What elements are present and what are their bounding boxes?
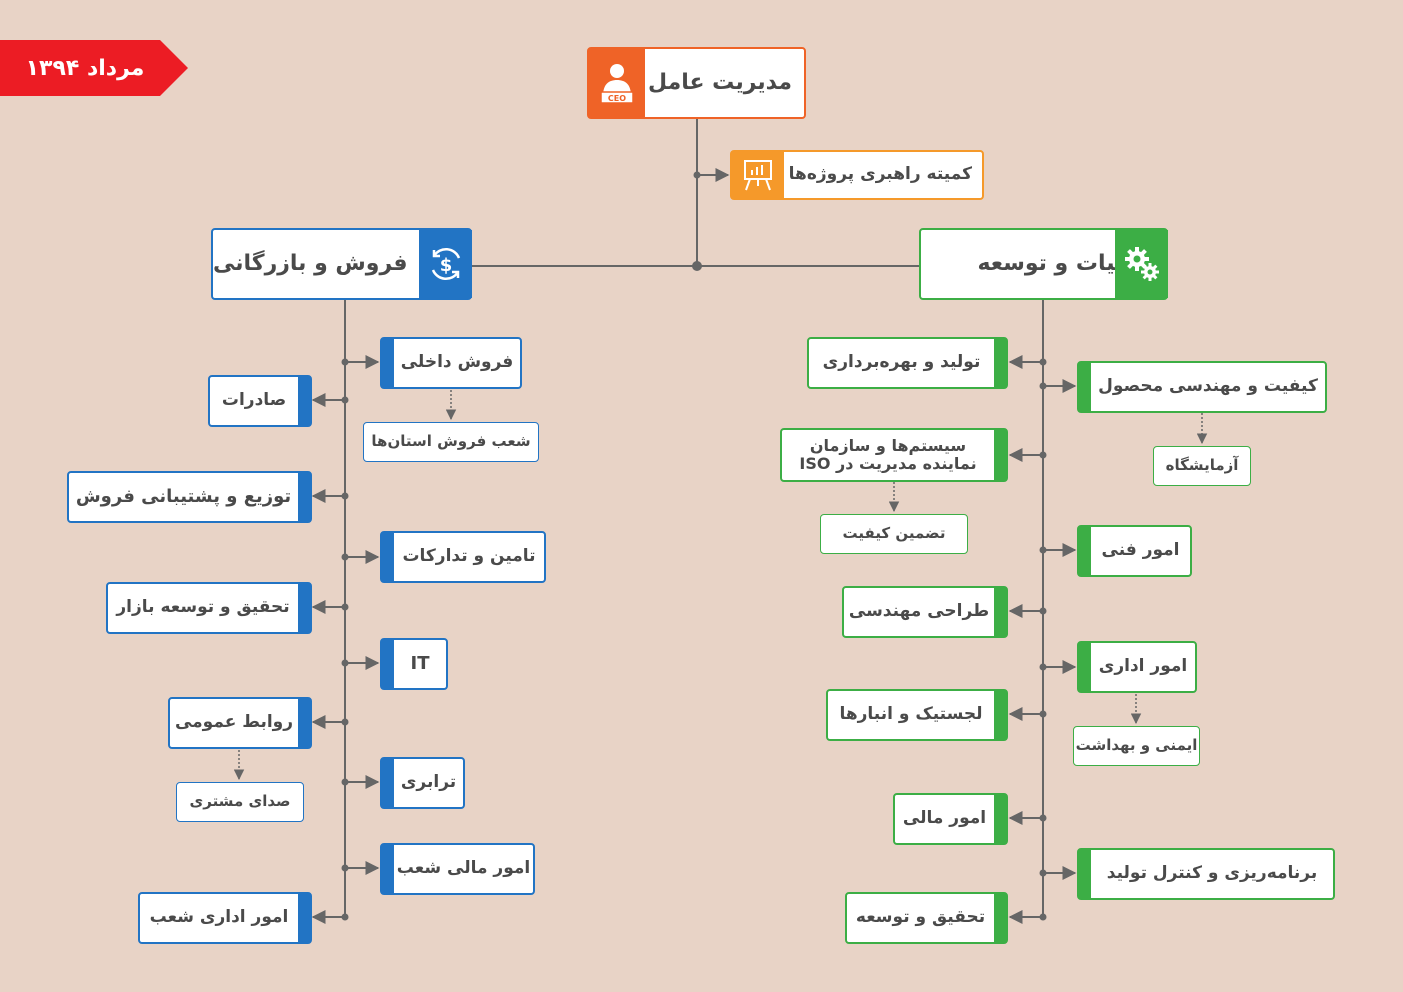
public-relations-box[interactable]: روابط عمومی xyxy=(168,697,312,749)
branch-admin-label: امور اداری شعب xyxy=(149,907,289,928)
ceo-person-icon: CEO xyxy=(589,49,645,117)
steering-committee-box[interactable]: کمیته راهبری پروژه‌ها xyxy=(730,150,984,200)
money-exchange-icon: $ xyxy=(419,230,472,298)
branch-finance-label: امور مالی شعب xyxy=(396,858,531,879)
iso-systems-line2: نماینده مدیریت در ISO xyxy=(799,454,977,473)
svg-text:$: $ xyxy=(439,255,452,276)
quality-assurance-box[interactable]: تضمین کیفیت xyxy=(820,514,968,554)
research-development-box[interactable]: تحقیق و توسعه xyxy=(845,892,1008,944)
transport-box[interactable]: ترابری xyxy=(380,757,465,809)
admin-affairs-label: امور اداری xyxy=(1098,656,1188,677)
quality-assurance-label: تضمین کیفیت xyxy=(842,524,946,543)
exports-label: صادرات xyxy=(221,390,287,411)
date-label: مرداد ۱۳۹۴ xyxy=(25,55,145,81)
quality-engineering-box[interactable]: کیفیت و مهندسی محصول xyxy=(1077,361,1327,413)
gears-icon xyxy=(1115,230,1168,298)
sales-dept-label: فروش و بازرگانی xyxy=(213,251,408,277)
production-box[interactable]: تولید و بهره‌برداری xyxy=(807,337,1008,389)
provincial-branches-box[interactable]: شعب فروش استان‌ها xyxy=(363,422,539,462)
domestic-sales-box[interactable]: فروش داخلی xyxy=(380,337,522,389)
domestic-sales-label: فروش داخلی xyxy=(400,352,514,373)
laboratory-label: آزمایشگاه xyxy=(1165,456,1239,475)
badge-arrow-shape xyxy=(0,40,188,96)
ceo-label: مدیریت عامل xyxy=(647,70,792,96)
sales-dept-box[interactable]: فروش و بازرگانی $ xyxy=(211,228,472,300)
logistics-label: لجستیک و انبارها xyxy=(839,704,983,725)
ceo-icon-text: CEO xyxy=(608,94,626,103)
finance-box[interactable]: امور مالی xyxy=(893,793,1008,845)
distribution-support-box[interactable]: توزیع و پشتیبانی فروش xyxy=(67,471,312,523)
procurement-label: تامین و تدارکات xyxy=(402,546,536,567)
ceo-box[interactable]: مدیریت عامل CEO xyxy=(587,47,806,119)
market-research-label: تحقیق و توسعه بازار xyxy=(116,597,290,618)
date-badge: مرداد ۱۳۹۴ xyxy=(0,40,188,96)
provincial-branches-label: شعب فروش استان‌ها xyxy=(371,432,531,451)
distribution-support-label: توزیع و پشتیبانی فروش xyxy=(75,485,292,507)
iso-systems-box[interactable]: سیستم‌ها و سازمان نماینده مدیریت در ISO xyxy=(780,428,1008,482)
steering-label: کمیته راهبری پروژه‌ها xyxy=(788,164,972,185)
logistics-box[interactable]: لجستیک و انبارها xyxy=(826,689,1008,741)
customer-voice-label: صدای مشتری xyxy=(189,792,291,811)
it-box[interactable]: IT xyxy=(380,638,448,690)
research-development-label: تحقیق و توسعه xyxy=(855,907,986,928)
health-safety-label: ایمنی و بهداشت xyxy=(1075,736,1198,755)
transport-label: ترابری xyxy=(400,772,457,793)
production-label: تولید و بهره‌برداری xyxy=(822,352,981,373)
it-label: IT xyxy=(410,652,430,674)
operations-dept-box[interactable]: عملیات و توسعه xyxy=(919,228,1168,300)
production-planning-box[interactable]: برنامه‌ریزی و کنترل تولید xyxy=(1077,848,1335,900)
quality-engineering-label: کیفیت و مهندسی محصول xyxy=(1098,376,1318,397)
technical-affairs-box[interactable]: امور فنی xyxy=(1077,525,1192,577)
laboratory-box[interactable]: آزمایشگاه xyxy=(1153,446,1251,486)
public-relations-label: روابط عمومی xyxy=(174,712,294,733)
technical-affairs-label: امور فنی xyxy=(1101,540,1180,561)
customer-voice-box[interactable]: صدای مشتری xyxy=(176,782,304,822)
health-safety-box[interactable]: ایمنی و بهداشت xyxy=(1073,726,1200,766)
branch-admin-box[interactable]: امور اداری شعب xyxy=(138,892,312,944)
iso-systems-line1: سیستم‌ها و سازمان xyxy=(809,435,967,455)
engineering-design-label: طراحی مهندسی xyxy=(848,601,990,622)
production-planning-label: برنامه‌ریزی و کنترل تولید xyxy=(1106,863,1318,884)
presentation-board-icon xyxy=(732,152,784,198)
market-research-box[interactable]: تحقیق و توسعه بازار xyxy=(106,582,312,634)
admin-affairs-box[interactable]: امور اداری xyxy=(1077,641,1197,693)
engineering-design-box[interactable]: طراحی مهندسی xyxy=(842,586,1008,638)
finance-label: امور مالی xyxy=(902,808,987,829)
exports-box[interactable]: صادرات xyxy=(208,375,312,427)
procurement-box[interactable]: تامین و تدارکات xyxy=(380,531,546,583)
branch-finance-box[interactable]: امور مالی شعب xyxy=(380,843,535,895)
